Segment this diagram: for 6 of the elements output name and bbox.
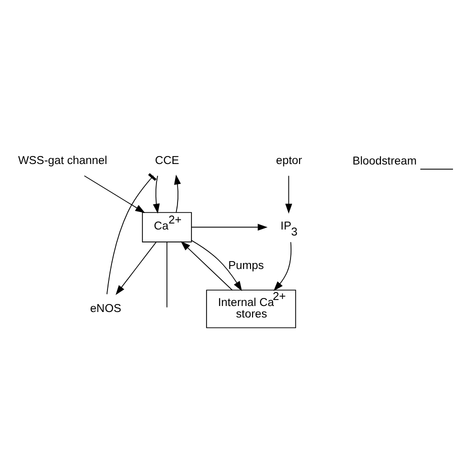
edge-label: Pumps: [228, 260, 264, 272]
node-text: WSS-gat channel: [18, 155, 108, 168]
legend-label: Bloodstream: [352, 155, 417, 168]
node-text: CCE: [155, 155, 180, 168]
node-text: eNOS: [90, 302, 122, 315]
node-text: eptor: [276, 155, 302, 168]
